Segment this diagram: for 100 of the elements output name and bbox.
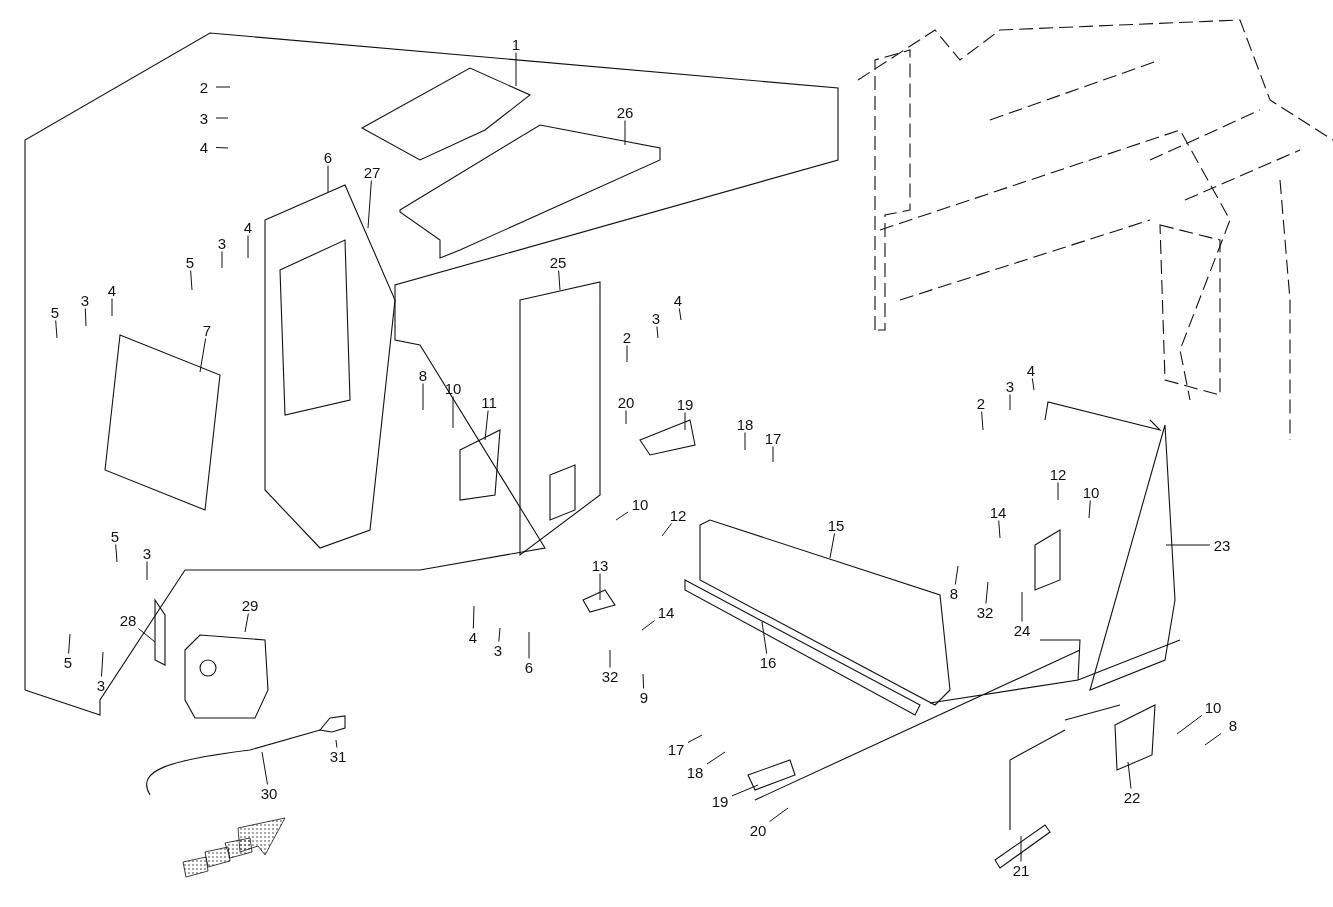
callout-number: 17 (761, 430, 785, 447)
callout-number: 9 (632, 689, 656, 706)
leader-line (215, 86, 231, 88)
leader-line (1021, 591, 1023, 622)
callout-number: 17 (664, 741, 688, 758)
leader-line (84, 308, 87, 327)
callout-number: 21 (1009, 862, 1033, 879)
leader-line (528, 631, 530, 659)
callout-number: 3 (486, 642, 510, 659)
leader-line (68, 633, 71, 654)
leader-line (190, 270, 193, 291)
leader-line (1020, 835, 1022, 862)
leader-line (452, 396, 454, 429)
leader-line (367, 180, 372, 229)
leader-line (472, 605, 475, 629)
callout-number: 5 (103, 528, 127, 545)
leader-line (215, 117, 229, 119)
callout-number: 3 (210, 235, 234, 252)
callout-number: 7 (195, 322, 219, 339)
callout-number: 5 (178, 254, 202, 271)
callout-number: 15 (824, 517, 848, 534)
leader-line (221, 251, 223, 269)
leader-line (261, 751, 268, 785)
leader-line (609, 649, 611, 668)
leader-line (1031, 378, 1035, 391)
callout-number: 30 (257, 785, 281, 802)
callout-number: 3 (73, 292, 97, 309)
leader-line (1088, 500, 1091, 519)
leader-line (656, 326, 659, 339)
callout-number: 20 (746, 822, 770, 839)
callout-number: 19 (673, 396, 697, 413)
callout-number: 3 (644, 310, 668, 327)
callout-number: 24 (1010, 622, 1034, 639)
leader-line (515, 52, 517, 87)
callout-number: 4 (666, 292, 690, 309)
callout-number: 14 (986, 504, 1010, 521)
callout-number: 32 (598, 668, 622, 685)
leader-line (642, 673, 645, 689)
callout-number: 25 (546, 254, 570, 271)
callout-number: 1 (504, 36, 528, 53)
leader-line (1204, 733, 1222, 746)
leader-line (247, 235, 249, 259)
callout-number: 12 (666, 507, 690, 524)
callout-number: 2 (192, 79, 216, 96)
leader-line (422, 383, 424, 411)
callout-number: 3 (192, 110, 216, 127)
callout-number: 4 (461, 629, 485, 646)
leader-line (335, 739, 338, 748)
leader-line (744, 432, 746, 451)
leader-line (626, 345, 628, 363)
leader-line (1127, 761, 1132, 789)
leader-line (146, 561, 148, 581)
leader-line (55, 320, 58, 339)
leader-line (954, 565, 959, 585)
leader-line (998, 520, 1001, 539)
callout-number: 31 (326, 748, 350, 765)
leader-line (661, 523, 672, 537)
callout-number: 6 (316, 149, 340, 166)
callout-number: 10 (1201, 699, 1225, 716)
callout-number: 13 (588, 557, 612, 574)
callout-number: 4 (100, 282, 124, 299)
leader-line (769, 807, 789, 822)
leader-line (985, 581, 989, 604)
leader-line (678, 308, 682, 321)
callout-number: 8 (1221, 717, 1245, 734)
leader-line (687, 734, 703, 743)
leader-line (244, 613, 249, 633)
leader-line (625, 410, 627, 425)
callout-number: 5 (43, 304, 67, 321)
leader-line (199, 338, 207, 373)
leader-line (558, 270, 561, 291)
callout-number: 4 (1019, 362, 1043, 379)
callout-number: 19 (708, 793, 732, 810)
callout-number: 18 (733, 416, 757, 433)
leader-line (981, 411, 984, 431)
callout-number: 18 (683, 764, 707, 781)
leader-line (772, 446, 774, 463)
leader-line (684, 412, 686, 431)
callout-number: 16 (756, 654, 780, 671)
leader-line (115, 544, 118, 563)
callout-number: 3 (135, 545, 159, 562)
callout-number: 4 (236, 219, 260, 236)
callout-number: 12 (1046, 466, 1070, 483)
callout-number: 8 (411, 367, 435, 384)
callout-number: 3 (89, 677, 113, 694)
leader-line (498, 627, 501, 642)
callout-number: 11 (477, 394, 501, 411)
leader-line (615, 511, 629, 521)
callout-number: 26 (613, 104, 637, 121)
leader-line (101, 651, 104, 677)
leader-line (706, 751, 726, 765)
leader-line (761, 621, 768, 654)
leader-line (1165, 544, 1211, 546)
callout-number: 2 (615, 329, 639, 346)
leader-line (1009, 394, 1011, 411)
callout-number: 10 (1079, 484, 1103, 501)
callout-number: 4 (192, 139, 216, 156)
callout-number: 22 (1120, 789, 1144, 806)
callout-number: 6 (517, 659, 541, 676)
leader-line (1057, 482, 1059, 501)
